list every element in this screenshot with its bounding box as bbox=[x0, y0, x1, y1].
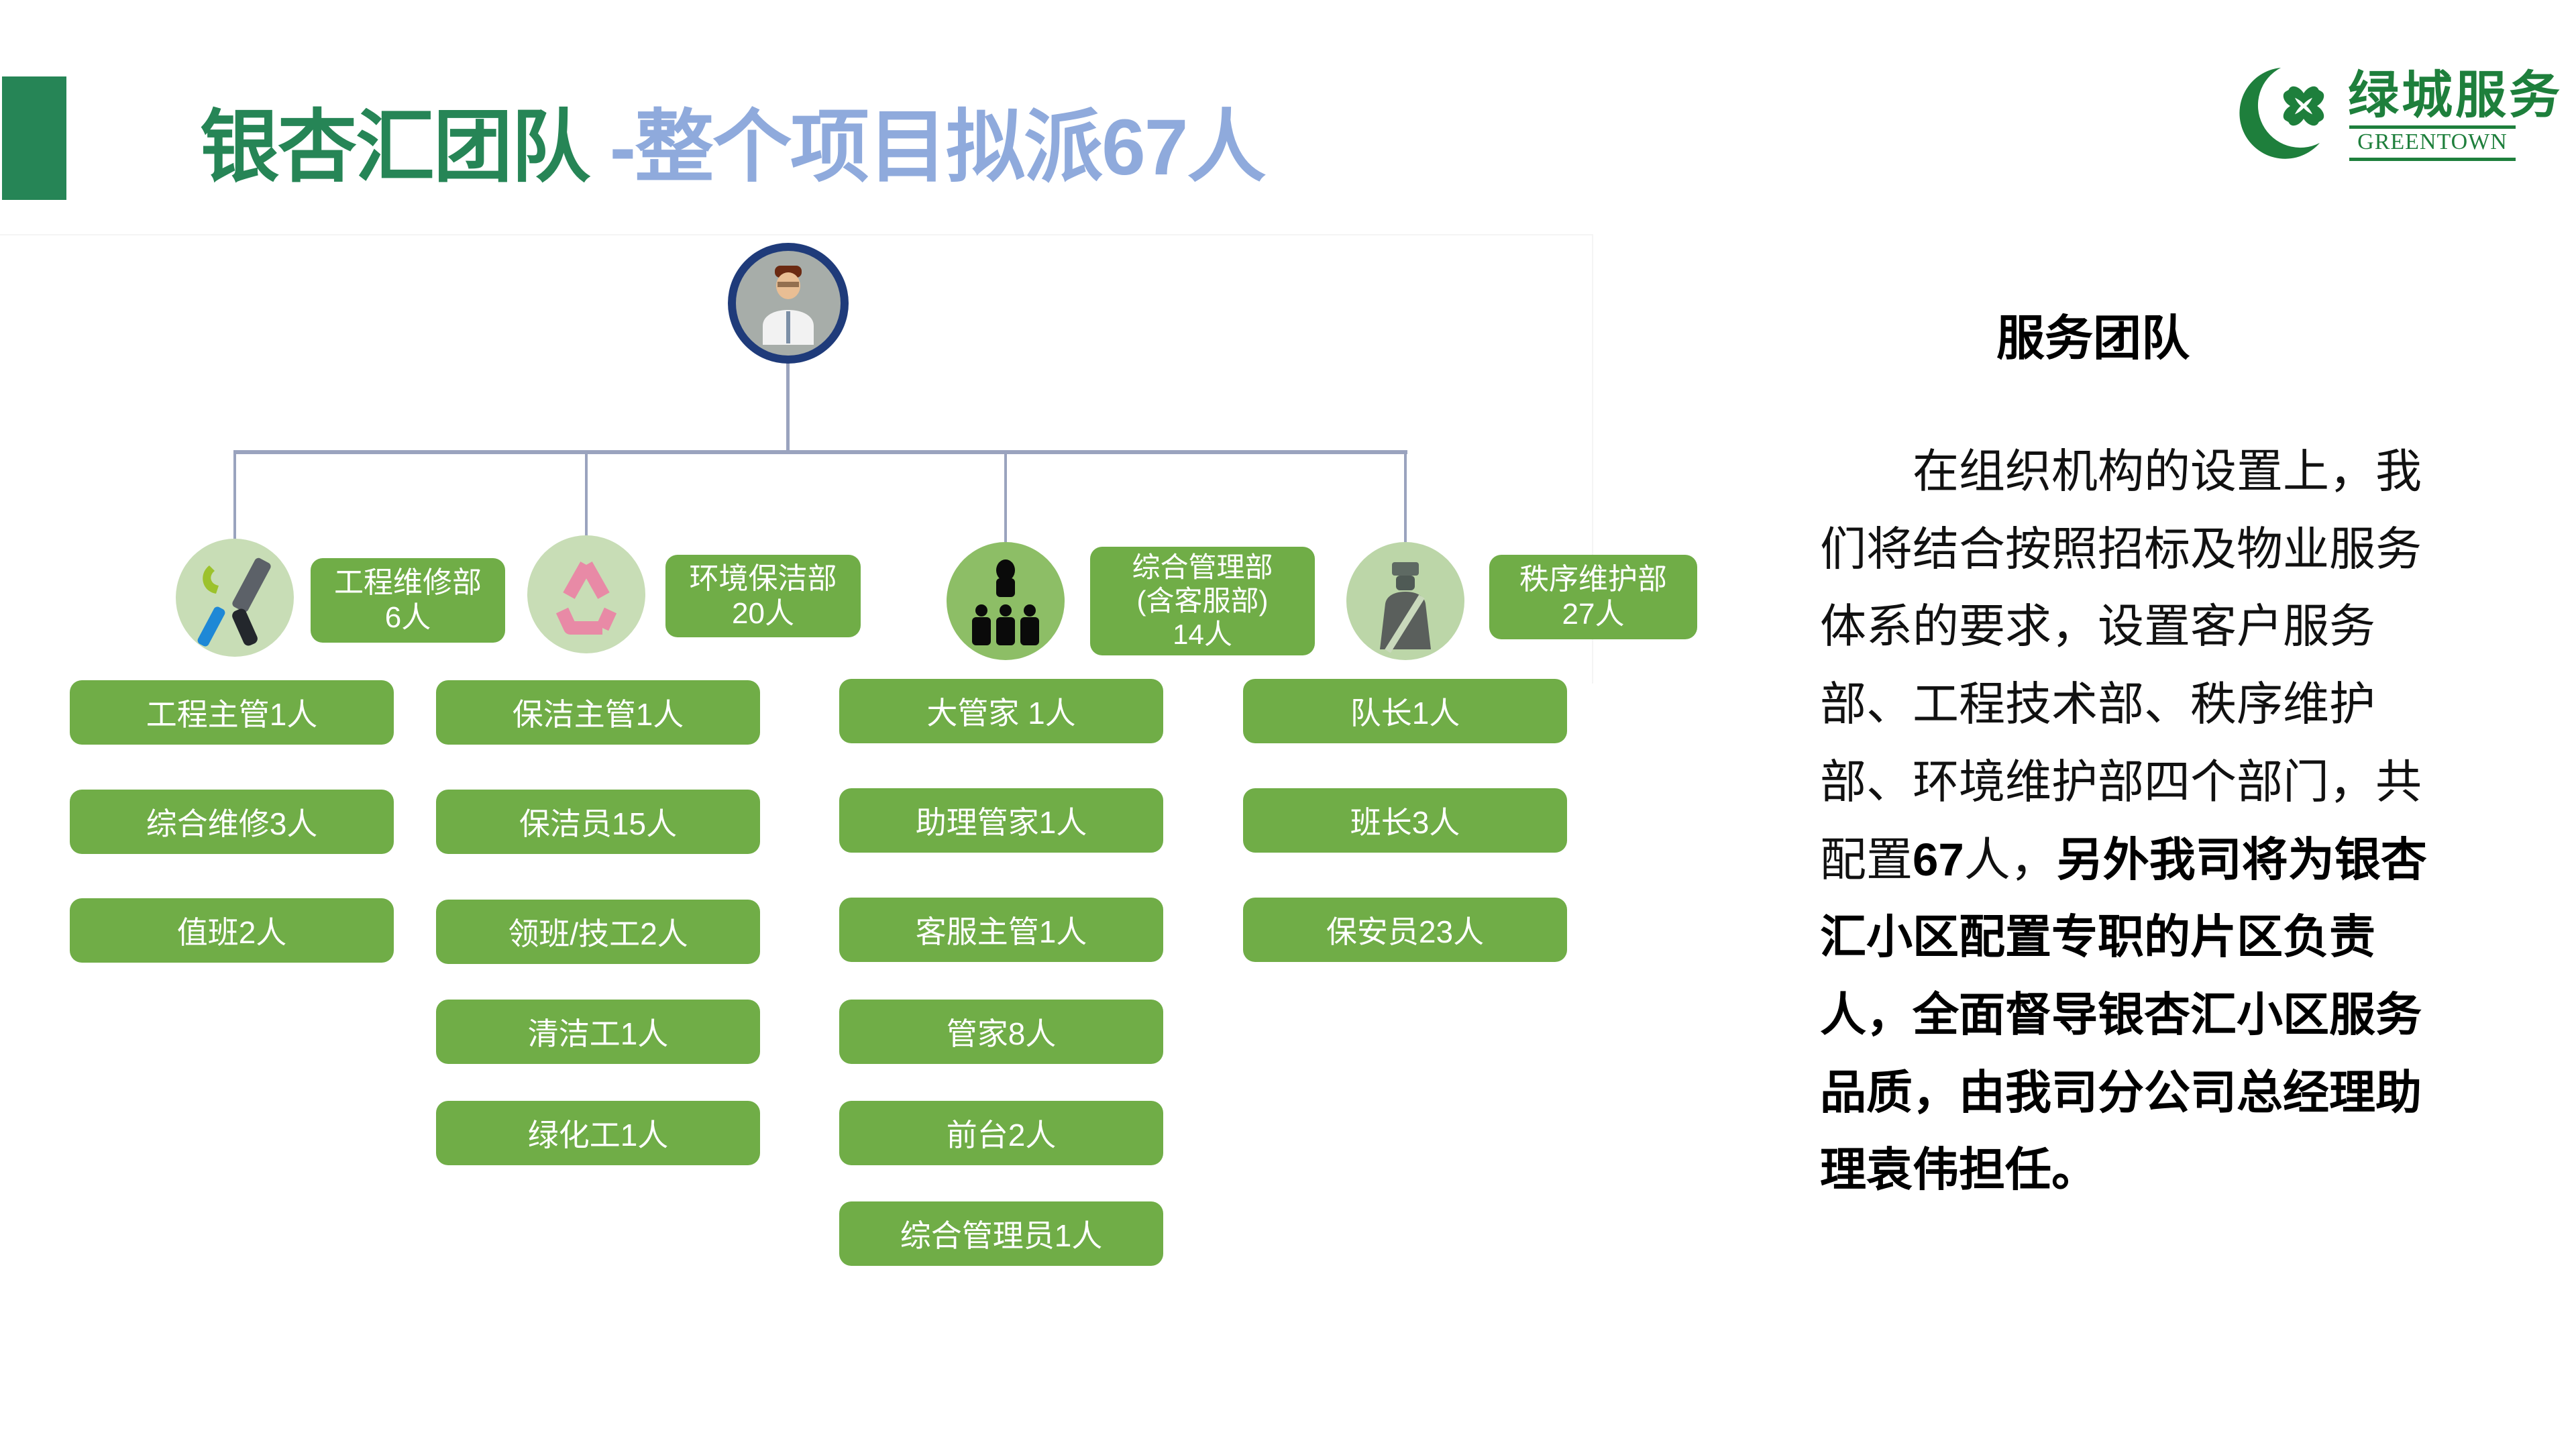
role-box: 工程主管1人 bbox=[70, 680, 394, 745]
connector-root bbox=[786, 362, 790, 453]
role-box: 保洁员15人 bbox=[436, 790, 760, 854]
role-box: 保安员23人 bbox=[1243, 898, 1567, 962]
role-box: 管家8人 bbox=[839, 1000, 1163, 1064]
logo-rule-top bbox=[2349, 125, 2516, 129]
dept-name: 秩序维护部 bbox=[1519, 563, 1667, 596]
dept-name: 环境保洁部 bbox=[689, 561, 837, 595]
para-text: 在组织机构的设置上，我们将结合按照招标及物业服务体系的要求，设置客户服务部、工程… bbox=[1820, 445, 2422, 885]
role-box: 领班/技工2人 bbox=[436, 900, 760, 964]
para-highlight-number: 67 bbox=[1913, 833, 1964, 885]
side-heading: 服务团队 bbox=[1996, 312, 2190, 366]
role-box: 综合管理员1人 bbox=[839, 1201, 1163, 1266]
connector-dept-1 bbox=[233, 452, 236, 539]
role-box: 班长3人 bbox=[1243, 788, 1567, 853]
dept-box-engineering: 工程维修部 6人 bbox=[311, 558, 505, 643]
role-box: 值班2人 bbox=[70, 898, 394, 963]
role-box: 大管家 1人 bbox=[839, 679, 1163, 743]
role-box: 保洁主管1人 bbox=[436, 680, 760, 745]
dept-box-security: 秩序维护部 27人 bbox=[1489, 555, 1697, 639]
dept-name-line2: (含客服部) bbox=[1136, 585, 1269, 616]
role-box: 综合维修3人 bbox=[70, 790, 394, 854]
manager-avatar-icon bbox=[728, 243, 849, 364]
dept-box-management: 综合管理部 (含客服部) 14人 bbox=[1090, 547, 1315, 655]
team-people-icon bbox=[947, 542, 1065, 660]
role-box: 队长1人 bbox=[1243, 679, 1567, 743]
page-title-sub: -整个项目拟派67人 bbox=[589, 103, 1267, 192]
para-bold-text: 另外我司将为银杏汇小区配置专职的片区负责人，全面督导银杏汇小区服务品质，由我司分… bbox=[1820, 833, 2427, 1196]
logo-name-cn: 绿城服务 bbox=[2348, 67, 2563, 124]
crescent-clover-icon bbox=[2239, 68, 2324, 159]
tools-wrench-screwdriver-icon bbox=[176, 539, 294, 657]
logo-rule-bottom bbox=[2349, 158, 2516, 161]
dept-name: 工程维修部 bbox=[334, 566, 482, 599]
greentown-logo: 绿城服务 GREENTOWN bbox=[2234, 64, 2560, 164]
connector-dept-2 bbox=[585, 452, 588, 537]
page-title-main: 银杏汇团队 bbox=[200, 103, 590, 192]
side-paragraph: 在组织机构的设置上，我们将结合按照招标及物业服务体系的要求，设置客户服务部、工程… bbox=[1820, 433, 2434, 1209]
role-box: 助理管家1人 bbox=[839, 788, 1163, 853]
dept-count: 20人 bbox=[732, 596, 794, 630]
connector-dept-4 bbox=[1404, 452, 1407, 542]
role-box: 客服主管1人 bbox=[839, 898, 1163, 962]
dept-count: 14人 bbox=[1173, 619, 1232, 650]
logo-name-en: GREENTOWN bbox=[2357, 129, 2508, 154]
role-box: 绿化工1人 bbox=[436, 1101, 760, 1165]
dept-count: 27人 bbox=[1562, 598, 1625, 631]
recycle-icon bbox=[527, 535, 645, 653]
accent-bar bbox=[2, 76, 66, 200]
dept-count: 6人 bbox=[384, 601, 431, 634]
role-box: 清洁工1人 bbox=[436, 1000, 760, 1064]
dept-box-cleaning: 环境保洁部 20人 bbox=[665, 555, 861, 637]
security-guard-icon bbox=[1346, 542, 1464, 660]
connector-horizontal bbox=[233, 450, 1407, 454]
role-box: 前台2人 bbox=[839, 1101, 1163, 1165]
org-chart-panel bbox=[0, 234, 1593, 684]
dept-name: 综合管理部 bbox=[1132, 551, 1273, 583]
page-title: 银杏汇团队 -整个项目拟派67人 bbox=[200, 94, 1267, 201]
connector-dept-3 bbox=[1004, 452, 1007, 542]
para-text: 人， bbox=[1964, 833, 2057, 885]
